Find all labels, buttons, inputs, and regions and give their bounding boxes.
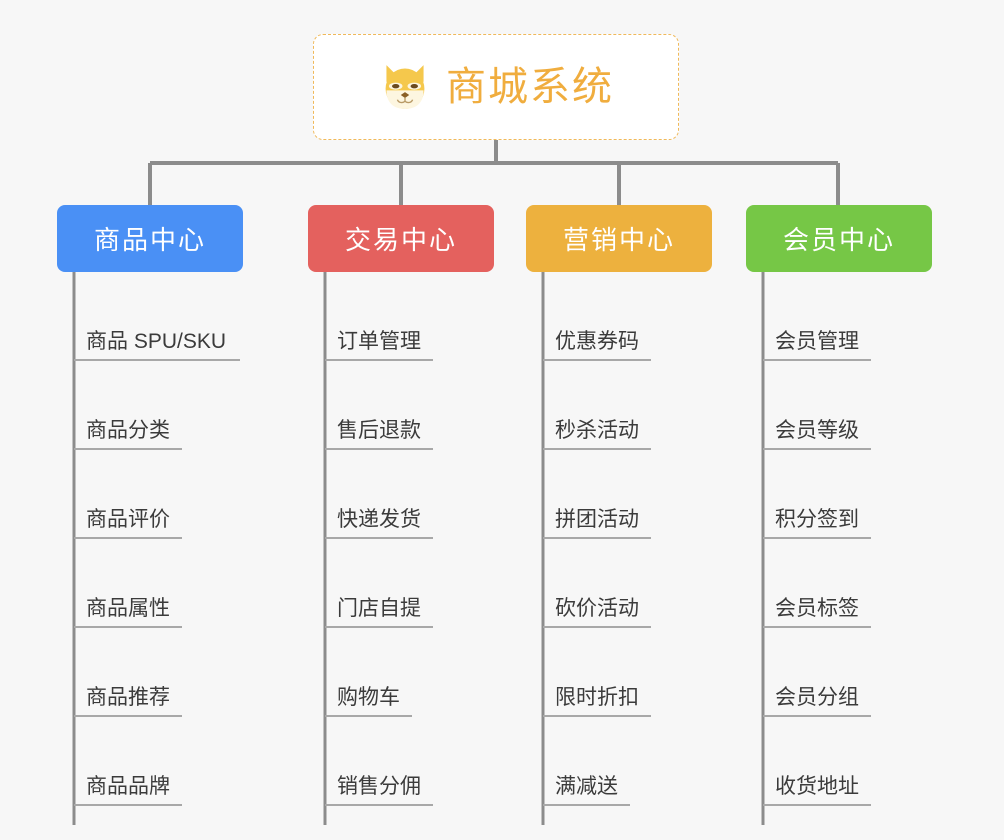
leaf-list-3: 会员管理 会员等级 积分签到 会员标签 会员分组 收货地址 bbox=[746, 272, 932, 806]
category-header-0[interactable]: 商品中心 bbox=[57, 205, 243, 272]
leaf-item[interactable]: 会员等级 bbox=[746, 361, 932, 450]
leaf-label: 购物车 bbox=[325, 686, 412, 717]
leaf-label: 收货地址 bbox=[763, 775, 871, 806]
leaf-label: 砍价活动 bbox=[543, 597, 651, 628]
category-label: 商品中心 bbox=[93, 225, 206, 255]
leaf-item[interactable]: 商品分类 bbox=[57, 361, 243, 450]
leaf-item[interactable]: 商品推荐 bbox=[57, 628, 243, 717]
leaf-label: 商品评价 bbox=[74, 508, 182, 539]
category-column-3: 会员中心 会员管理 会员等级 积分签到 会员标签 会员分组 收货地址 bbox=[746, 205, 932, 806]
leaf-item[interactable]: 秒杀活动 bbox=[526, 361, 712, 450]
leaf-item[interactable]: 商品评价 bbox=[57, 450, 243, 539]
leaf-label: 优惠券码 bbox=[543, 330, 651, 361]
leaf-label: 售后退款 bbox=[325, 419, 433, 450]
leaf-item[interactable]: 商品品牌 bbox=[57, 717, 243, 806]
leaf-list-1: 订单管理 售后退款 快递发货 门店自提 购物车 销售分佣 bbox=[308, 272, 494, 806]
leaf-label: 秒杀活动 bbox=[543, 419, 651, 450]
category-column-2: 营销中心 优惠券码 秒杀活动 拼团活动 砍价活动 限时折扣 满减送 bbox=[526, 205, 712, 806]
leaf-label: 商品分类 bbox=[74, 419, 182, 450]
category-label: 会员中心 bbox=[782, 225, 895, 255]
leaf-label: 会员等级 bbox=[763, 419, 871, 450]
category-header-1[interactable]: 交易中心 bbox=[308, 205, 494, 272]
leaf-label: 会员分组 bbox=[763, 686, 871, 717]
leaf-label: 满减送 bbox=[543, 775, 630, 806]
leaf-label: 快递发货 bbox=[325, 508, 433, 539]
leaf-label: 会员管理 bbox=[763, 330, 871, 361]
leaf-label: 商品属性 bbox=[74, 597, 182, 628]
leaf-list-0: 商品 SPU/SKU 商品分类 商品评价 商品属性 商品推荐 商品品牌 bbox=[57, 272, 243, 806]
category-column-1: 交易中心 订单管理 售后退款 快递发货 门店自提 购物车 销售分佣 bbox=[308, 205, 494, 806]
leaf-item[interactable]: 商品 SPU/SKU bbox=[57, 272, 243, 361]
shiba-dog-face-icon bbox=[385, 65, 425, 111]
leaf-label: 限时折扣 bbox=[543, 686, 651, 717]
leaf-item[interactable]: 收货地址 bbox=[746, 717, 932, 806]
leaf-item[interactable]: 优惠券码 bbox=[526, 272, 712, 361]
category-header-2[interactable]: 营销中心 bbox=[526, 205, 712, 272]
leaf-label: 商品品牌 bbox=[74, 775, 182, 806]
category-header-3[interactable]: 会员中心 bbox=[746, 205, 932, 272]
leaf-item[interactable]: 满减送 bbox=[526, 717, 712, 806]
leaf-item[interactable]: 快递发货 bbox=[308, 450, 494, 539]
leaf-label: 商品推荐 bbox=[74, 686, 182, 717]
leaf-item[interactable]: 门店自提 bbox=[308, 539, 494, 628]
leaf-item[interactable]: 会员管理 bbox=[746, 272, 932, 361]
leaf-item[interactable]: 商品属性 bbox=[57, 539, 243, 628]
leaf-label: 会员标签 bbox=[763, 597, 871, 628]
leaf-item[interactable]: 积分签到 bbox=[746, 450, 932, 539]
leaf-item[interactable]: 销售分佣 bbox=[308, 717, 494, 806]
leaf-label: 订单管理 bbox=[325, 330, 433, 361]
root-title: 商城系统 bbox=[446, 65, 614, 109]
leaf-item[interactable]: 会员分组 bbox=[746, 628, 932, 717]
leaf-label: 销售分佣 bbox=[325, 775, 433, 806]
root-node[interactable]: 商城系统 bbox=[313, 34, 679, 140]
leaf-label: 商品 SPU/SKU bbox=[74, 330, 241, 361]
category-label: 交易中心 bbox=[344, 225, 457, 255]
leaf-item[interactable]: 订单管理 bbox=[308, 272, 494, 361]
leaf-item[interactable]: 拼团活动 bbox=[526, 450, 712, 539]
category-column-0: 商品中心 商品 SPU/SKU 商品分类 商品评价 商品属性 商品推荐 商品品牌 bbox=[57, 205, 243, 806]
category-label: 营销中心 bbox=[562, 225, 675, 255]
leaf-list-2: 优惠券码 秒杀活动 拼团活动 砍价活动 限时折扣 满减送 bbox=[526, 272, 712, 806]
leaf-item[interactable]: 限时折扣 bbox=[526, 628, 712, 717]
leaf-label: 积分签到 bbox=[763, 508, 871, 539]
leaf-item[interactable]: 会员标签 bbox=[746, 539, 932, 628]
leaf-item[interactable]: 砍价活动 bbox=[526, 539, 712, 628]
leaf-label: 门店自提 bbox=[325, 597, 433, 628]
leaf-label: 拼团活动 bbox=[543, 508, 651, 539]
leaf-item[interactable]: 售后退款 bbox=[308, 361, 494, 450]
leaf-item[interactable]: 购物车 bbox=[308, 628, 494, 717]
